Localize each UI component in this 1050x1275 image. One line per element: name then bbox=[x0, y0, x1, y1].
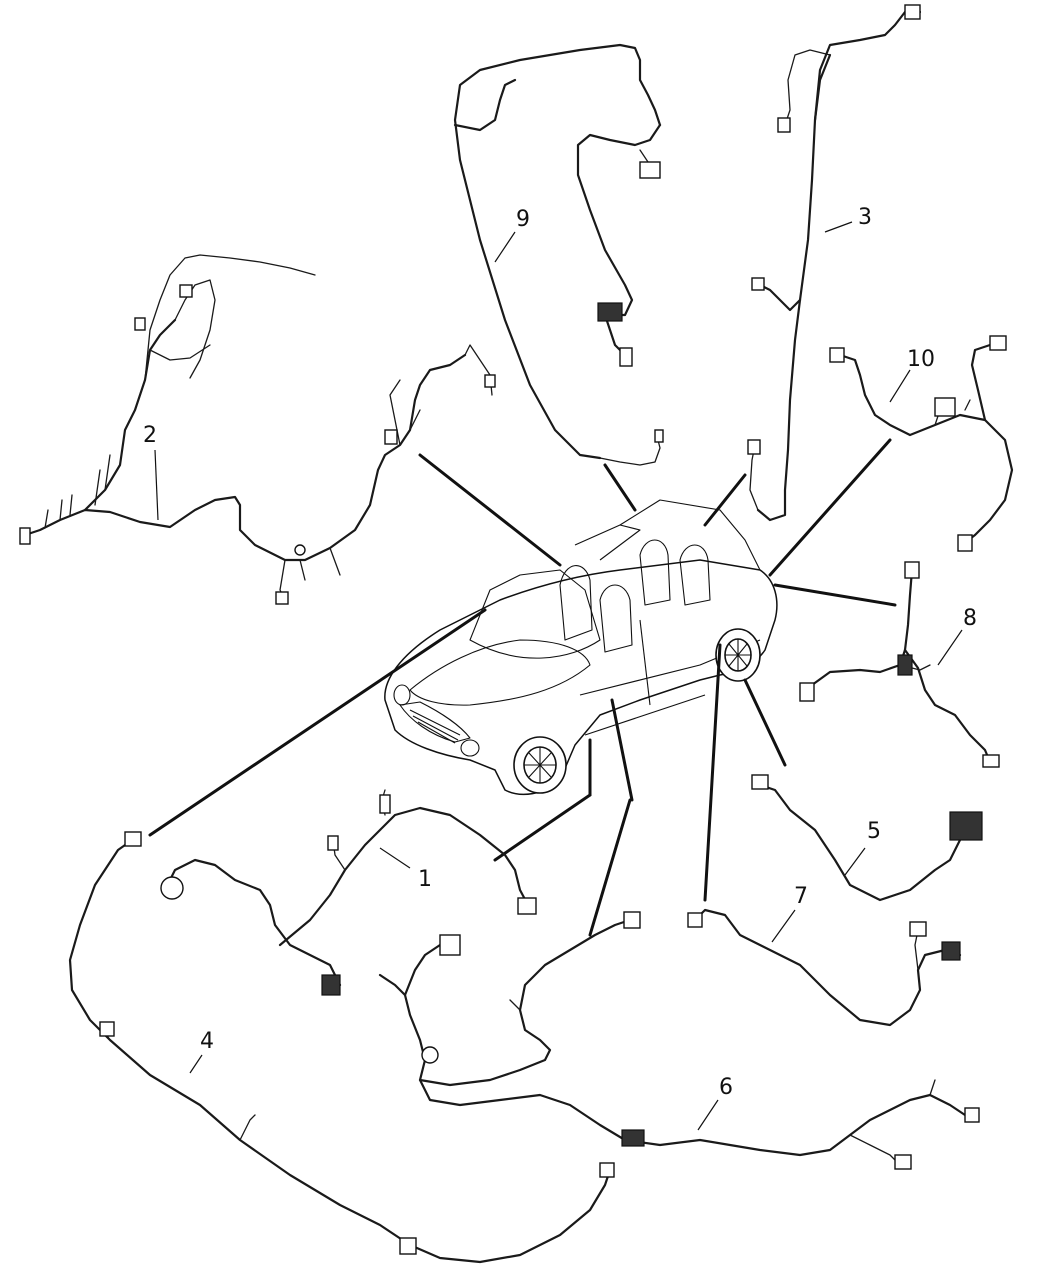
harness-10-wire bbox=[829, 335, 1014, 552]
harness-4-wire bbox=[68, 831, 615, 1264]
callout-5: 5 bbox=[867, 819, 881, 844]
harness-7-wire bbox=[687, 908, 962, 1027]
callout-10: 10 bbox=[907, 347, 935, 372]
harness-9-wire bbox=[453, 43, 664, 466]
callout-ticks bbox=[154, 221, 963, 1131]
callout-7: 7 bbox=[794, 884, 808, 909]
callout-1: 1 bbox=[418, 867, 432, 892]
callout-3: 3 bbox=[858, 205, 872, 230]
leader-lines bbox=[148, 438, 897, 937]
rear-wheel bbox=[715, 628, 761, 682]
callout-9: 9 bbox=[516, 207, 530, 232]
front-wheel bbox=[513, 736, 567, 794]
callout-2: 2 bbox=[143, 423, 157, 448]
callout-8: 8 bbox=[963, 606, 977, 631]
convertible-car-illustration bbox=[384, 499, 778, 796]
harness-8-wire bbox=[799, 561, 1000, 768]
harness-2-wire bbox=[19, 254, 496, 605]
harness-6-wire bbox=[378, 911, 980, 1170]
callout-4: 4 bbox=[200, 1029, 214, 1054]
harness-3-wire bbox=[747, 4, 922, 522]
harness-5-wire bbox=[751, 774, 983, 902]
callout-6: 6 bbox=[719, 1075, 733, 1100]
harness-1-wire bbox=[160, 789, 537, 996]
callout-labels: 1 2 3 4 5 6 7 8 9 10 bbox=[143, 205, 977, 1100]
